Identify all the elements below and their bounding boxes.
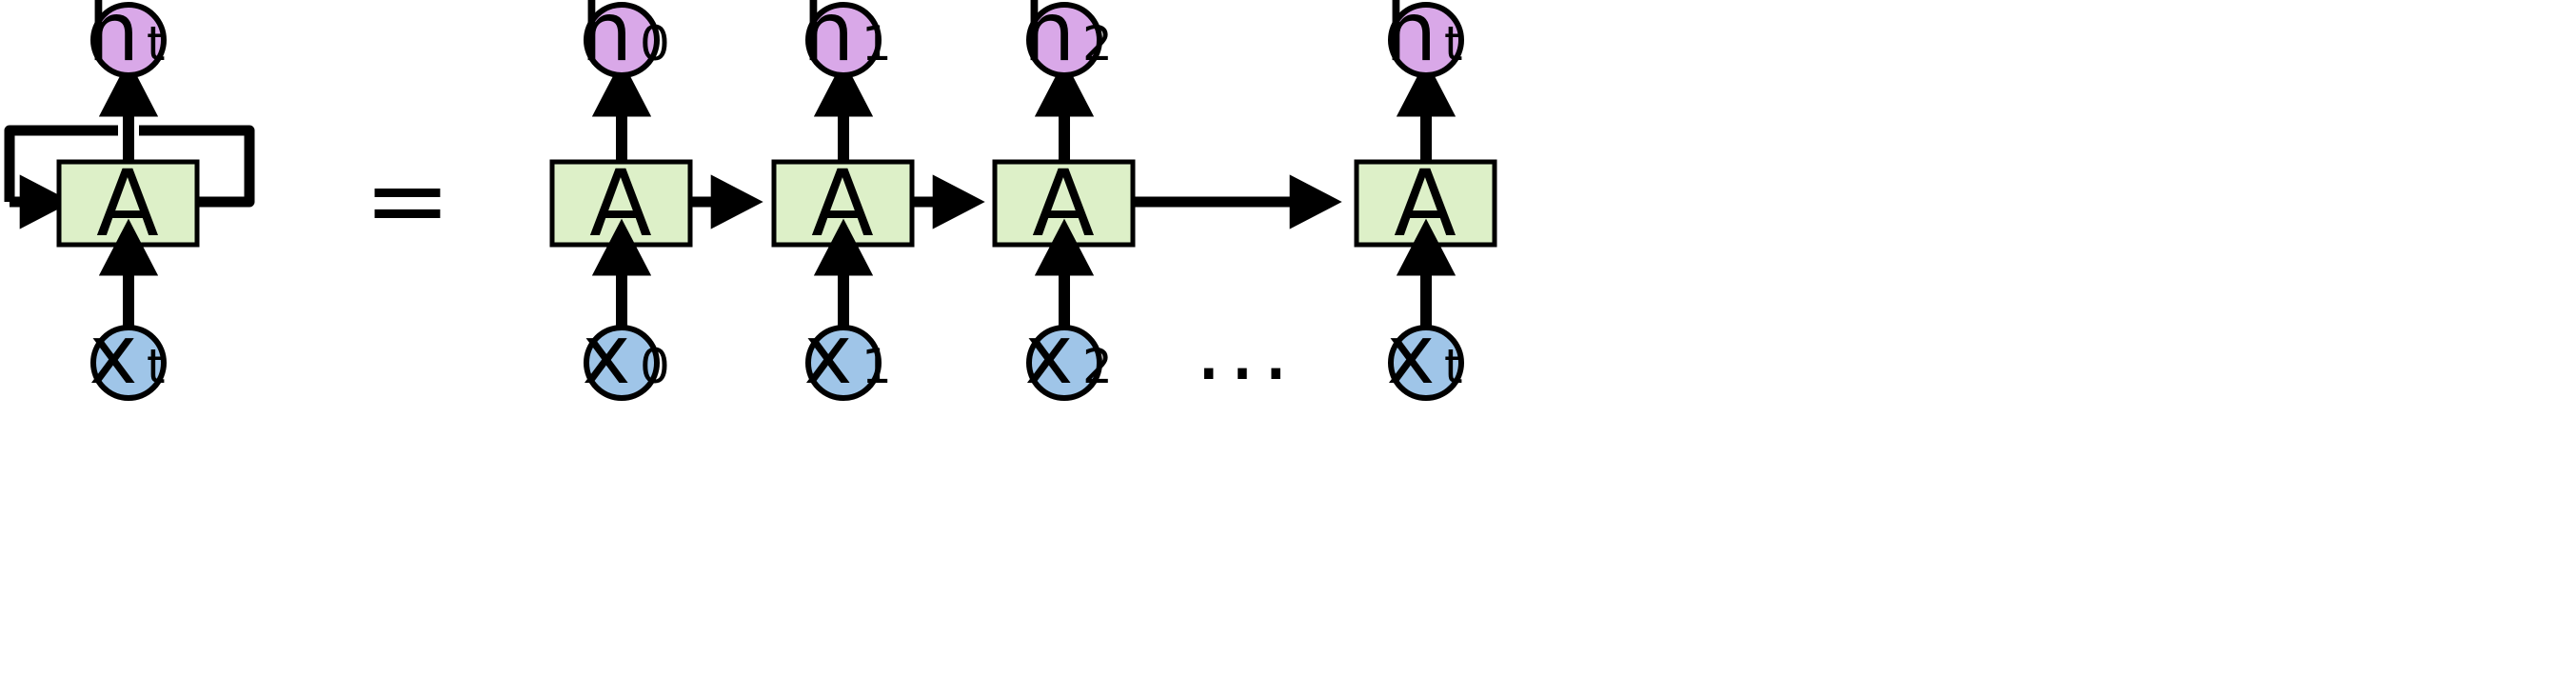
input-subscript-t: t xyxy=(1444,339,1463,394)
sequence-ellipsis: ... xyxy=(1195,298,1296,400)
unrolled-step-0: A h 0 x 0 xyxy=(549,0,693,403)
input-node-2 xyxy=(1026,325,1102,401)
input-subscript-2: 2 xyxy=(1082,339,1113,394)
hidden-state-node-t xyxy=(1388,2,1464,78)
hidden-state-base-1: h xyxy=(803,0,855,80)
hidden-state-subscript-1: 1 xyxy=(862,16,892,71)
folded-input-base: x xyxy=(89,308,138,403)
cell-label-1: A xyxy=(811,150,874,257)
hidden-state-node-0 xyxy=(584,2,660,78)
hidden-state-node-2 xyxy=(1026,2,1102,78)
hidden-state-subscript-2: 2 xyxy=(1082,16,1113,71)
hidden-state-base-0: h xyxy=(581,0,633,80)
input-subscript-1: 1 xyxy=(862,339,892,394)
folded-cell-label: A xyxy=(96,150,159,257)
folded-hidden-state-base: h xyxy=(88,0,140,80)
folded-hidden-state-node xyxy=(90,2,167,78)
input-base-t: x xyxy=(1387,308,1436,403)
unrolled-step-t: A h t x t xyxy=(1354,0,1497,403)
hidden-state-node-1 xyxy=(805,2,882,78)
cell-label-2: A xyxy=(1032,150,1095,257)
input-base-2: x xyxy=(1025,308,1074,403)
input-base-0: x xyxy=(583,308,631,403)
hidden-state-subscript-t: t xyxy=(1444,16,1463,71)
input-base-1: x xyxy=(804,308,853,403)
hidden-state-base-t: h xyxy=(1385,0,1437,80)
recurrent-loop-path xyxy=(4,125,255,208)
folded-input-node xyxy=(90,325,167,401)
folded-input-subscript: t xyxy=(147,339,166,394)
folded-rnn-group: A h t x t xyxy=(4,0,255,403)
cell-label-t: A xyxy=(1394,150,1456,257)
input-node-1 xyxy=(805,325,882,401)
input-subscript-0: 0 xyxy=(640,339,670,394)
equals-sign: = xyxy=(364,139,451,261)
cell-label-0: A xyxy=(589,150,652,257)
unrolled-step-2: A h 2 x 2 xyxy=(992,0,1136,403)
hidden-state-base-2: h xyxy=(1023,0,1076,80)
unrolled-rnn-group: A h 0 x 0 A h xyxy=(549,0,1497,403)
input-node-t xyxy=(1388,325,1464,401)
input-node-0 xyxy=(584,325,660,401)
unrolled-step-1: A h 1 x 1 xyxy=(771,0,915,403)
folded-hidden-state-subscript: t xyxy=(147,16,166,71)
hidden-state-subscript-0: 0 xyxy=(640,16,670,71)
